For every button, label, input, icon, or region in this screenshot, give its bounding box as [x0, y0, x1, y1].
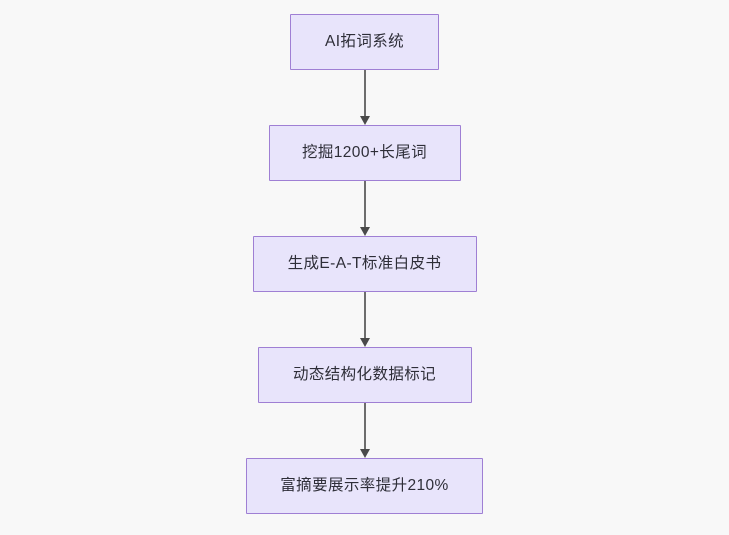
flow-node-ai-keyword-system[interactable]: AI拓词系统	[290, 14, 439, 70]
flow-node-label: 富摘要展示率提升210%	[280, 477, 449, 495]
flow-node-label: AI拓词系统	[324, 33, 405, 51]
flow-node-label: 生成E-A-T标准白皮书	[287, 255, 442, 273]
arrow-line	[363, 181, 366, 228]
arrow-head-icon	[359, 227, 370, 236]
flow-node-generate-eat-whitepaper[interactable]: 生成E-A-T标准白皮书	[252, 236, 477, 292]
flow-arrow-n1-n2	[358, 181, 372, 236]
flow-node-label: 动态结构化数据标记	[292, 366, 437, 384]
flow-arrow-n2-n3	[358, 292, 372, 347]
flow-node-label: 挖掘1200+长尾词	[301, 144, 428, 162]
arrow-head-icon	[359, 338, 370, 347]
arrow-line	[363, 292, 366, 339]
flow-node-mine-longtail-keywords[interactable]: 挖掘1200+长尾词	[268, 125, 461, 181]
arrow-line	[363, 70, 366, 117]
arrow-head-icon	[359, 449, 370, 458]
flow-node-rich-snippet-impression-lift[interactable]: 富摘要展示率提升210%	[246, 458, 483, 514]
flow-node-dynamic-structured-data-markup[interactable]: 动态结构化数据标记	[257, 347, 472, 403]
arrow-head-icon	[359, 116, 370, 125]
flow-arrow-n0-n1	[358, 70, 372, 125]
arrow-line	[363, 403, 366, 450]
flow-arrow-n3-n4	[358, 403, 372, 458]
